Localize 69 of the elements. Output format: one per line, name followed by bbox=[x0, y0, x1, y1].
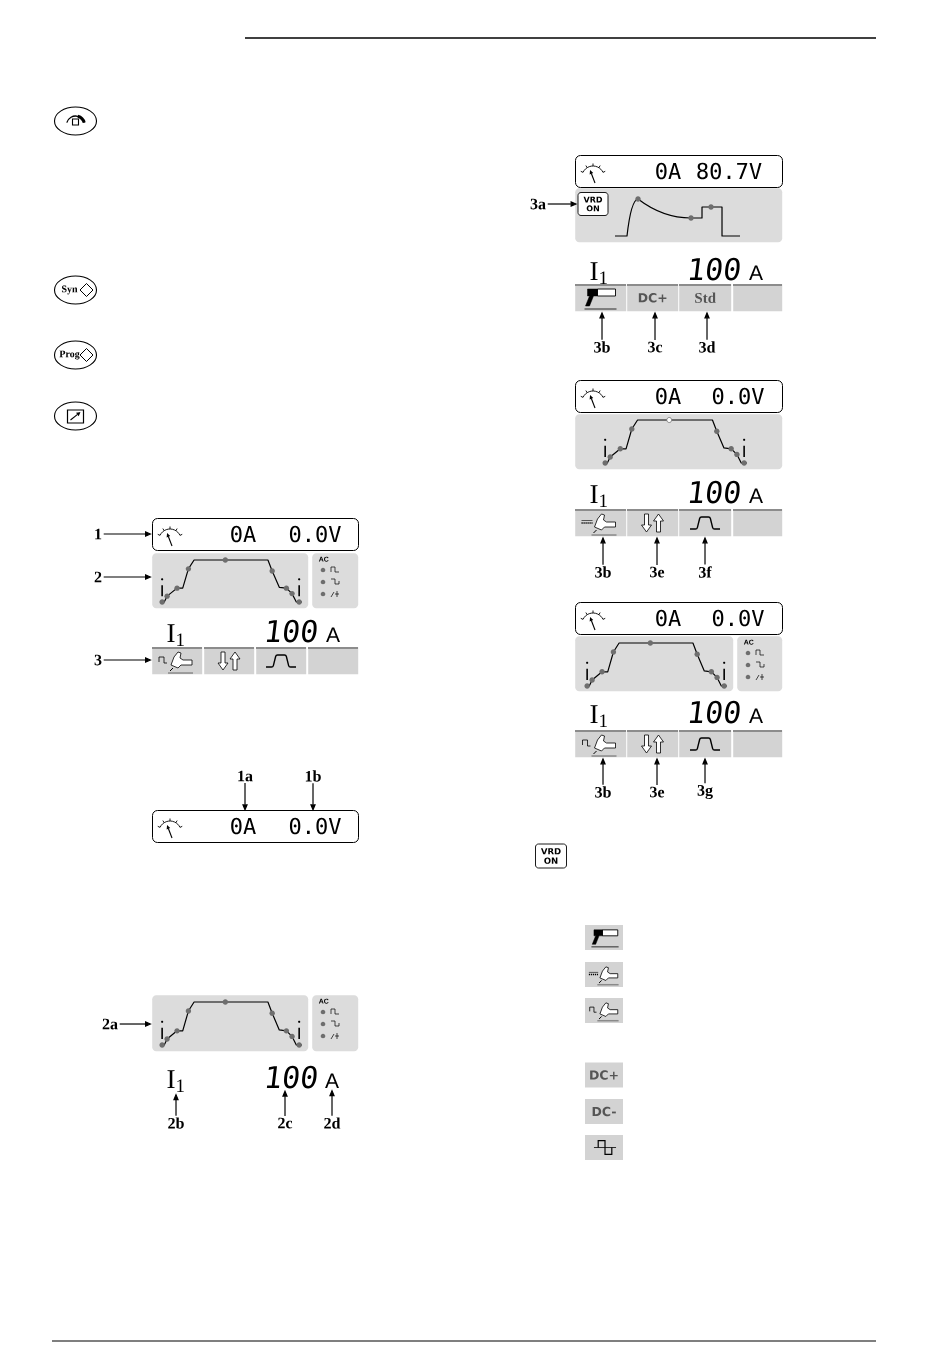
graph-panel bbox=[152, 553, 309, 609]
callout-number: 3f bbox=[698, 566, 712, 578]
callout-number: 3g bbox=[697, 784, 713, 800]
current-value: 100 bbox=[266, 1065, 317, 1089]
current-value: 100 bbox=[689, 700, 740, 724]
callout-number: 3a bbox=[530, 198, 546, 210]
unit-label: A bbox=[325, 1073, 339, 1088]
callout-number: 2c bbox=[278, 1117, 293, 1129]
tab bbox=[307, 647, 359, 675]
tab bbox=[732, 730, 783, 758]
current-value: 100 bbox=[689, 480, 740, 504]
tab: Std bbox=[678, 284, 732, 312]
callout-number: 3d bbox=[699, 341, 716, 353]
callout-number: 1b bbox=[305, 770, 321, 782]
callout-number: 2 bbox=[94, 571, 102, 583]
unit-label: A bbox=[326, 627, 340, 642]
callout-number: 1a bbox=[238, 770, 253, 782]
parameter-symbol: I$_{1}$ bbox=[590, 705, 607, 727]
callout-number: 2b bbox=[168, 1117, 184, 1129]
current-value: 100 bbox=[689, 257, 740, 281]
torch-icon bbox=[585, 962, 623, 987]
node-label: Std bbox=[695, 292, 716, 303]
graph-panel bbox=[575, 636, 734, 692]
mode-button: Syn bbox=[53, 275, 98, 305]
tab bbox=[678, 730, 732, 758]
current-value: 100 bbox=[266, 619, 317, 643]
parameter-symbol: I$_{1}$ bbox=[167, 624, 184, 646]
status-badge: VRD ON bbox=[535, 843, 567, 869]
status-bar: 0A 0.0V bbox=[152, 518, 359, 551]
tab: DC+ bbox=[626, 284, 679, 312]
callout-number: 3b bbox=[595, 786, 611, 798]
unit-label: A bbox=[749, 708, 763, 723]
torch-icon bbox=[585, 998, 623, 1023]
status-bar bbox=[152, 810, 359, 843]
window-button-icon bbox=[53, 401, 98, 431]
status-bar: 0A 0.0V bbox=[575, 602, 783, 635]
parameter-symbol: I$_{1}$ bbox=[590, 262, 607, 284]
gauge-button-icon bbox=[53, 106, 98, 136]
status-bar: 0A 0.0V bbox=[575, 380, 783, 413]
status-bar: 0A 80.7V bbox=[575, 155, 783, 188]
square-wave-icon bbox=[585, 1135, 623, 1160]
voltage-reading: 0.0V bbox=[289, 817, 341, 835]
tab bbox=[678, 509, 732, 537]
callout-number: 3e bbox=[650, 786, 665, 798]
graph-panel bbox=[152, 995, 309, 1052]
parameter-symbol: I$_{1}$ bbox=[167, 1070, 184, 1092]
electrode-holder-icon bbox=[585, 925, 623, 950]
callout-number: 1 bbox=[95, 528, 102, 540]
callout-number: 3b bbox=[595, 566, 611, 578]
mode-button: Prog bbox=[53, 340, 98, 370]
node-label: DC+ bbox=[638, 292, 667, 303]
tab bbox=[255, 647, 307, 675]
current-reading: 0A bbox=[231, 817, 256, 835]
callout-number: 2a bbox=[102, 1018, 118, 1030]
polarity-tile: DC- bbox=[585, 1099, 623, 1124]
status-badge: VRD ON bbox=[577, 192, 609, 216]
polarity-tile: DC+ bbox=[585, 1062, 623, 1088]
graph-panel bbox=[575, 414, 783, 470]
unit-label: A bbox=[749, 488, 763, 503]
parameter-symbol: I$_{1}$ bbox=[590, 485, 607, 507]
callout-number: 3e bbox=[650, 566, 665, 578]
callout-number: 3 bbox=[94, 654, 102, 666]
callout-number: 2d bbox=[324, 1117, 341, 1129]
tab bbox=[732, 284, 783, 312]
graph-panel bbox=[575, 188, 783, 243]
callout-number: 3c bbox=[648, 341, 663, 353]
callout-number: 3b bbox=[594, 341, 610, 353]
unit-label: A bbox=[749, 265, 763, 280]
tab bbox=[732, 509, 783, 537]
